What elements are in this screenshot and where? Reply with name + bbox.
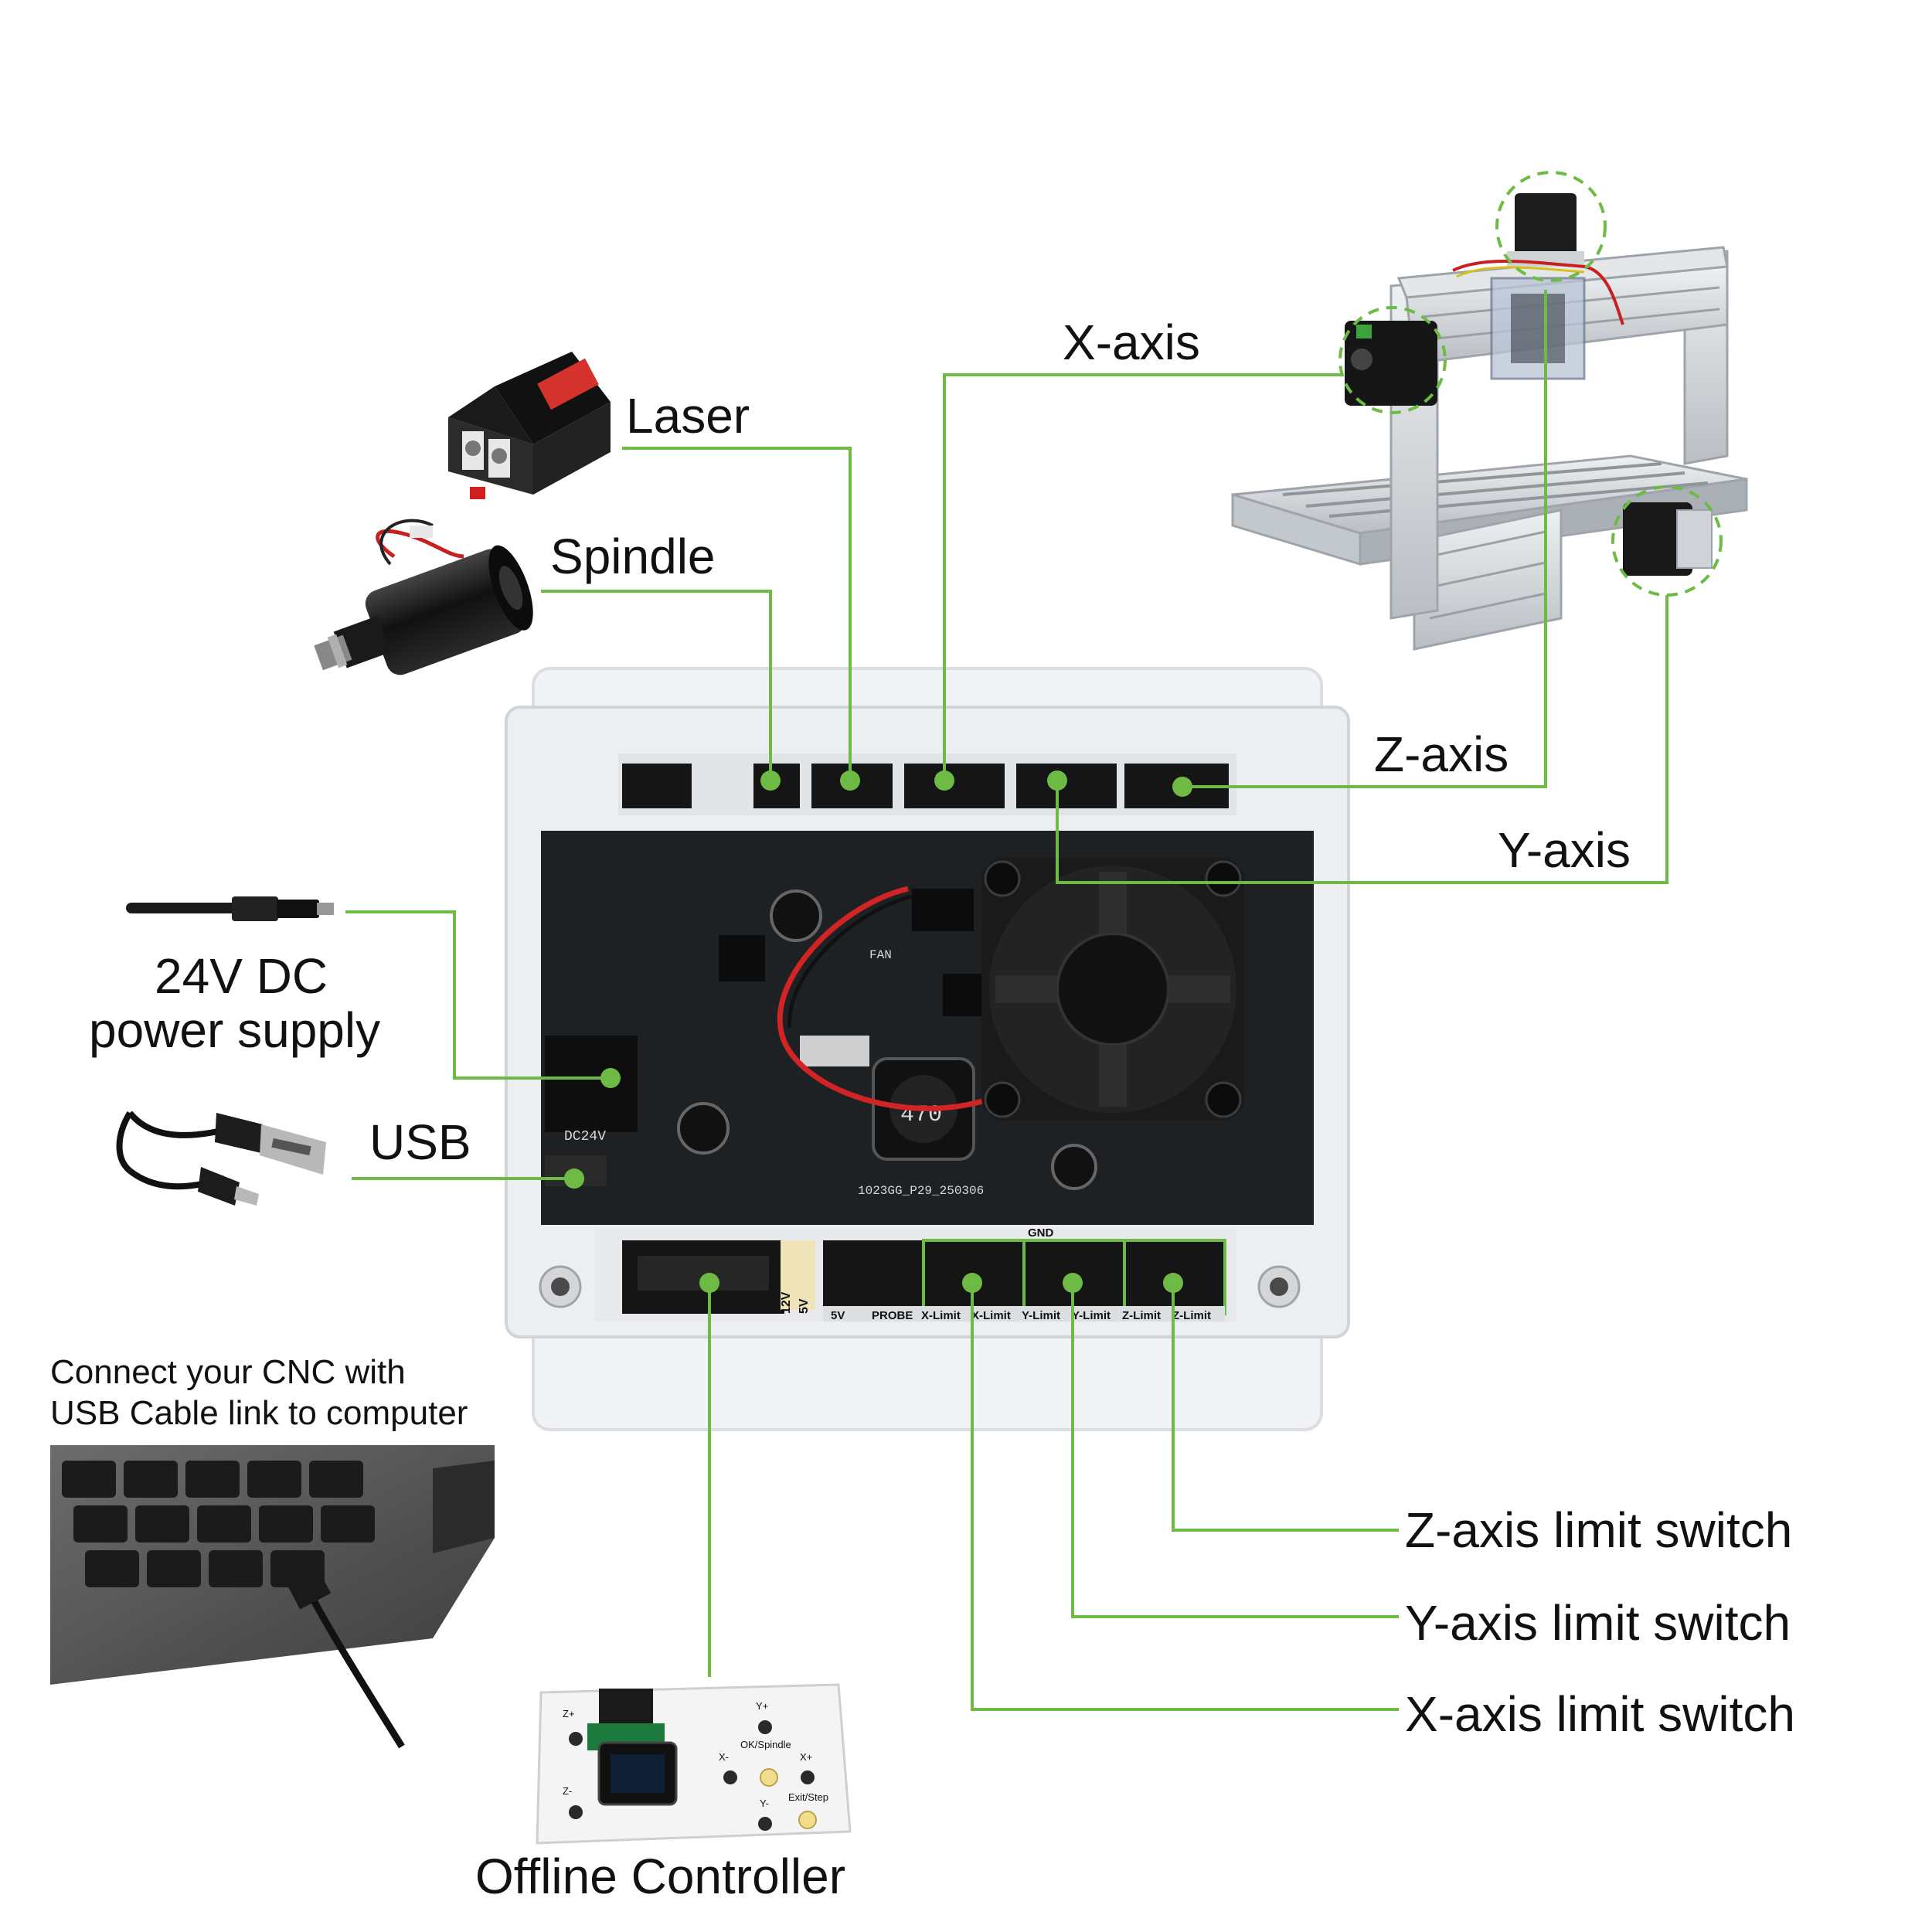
controller-x-plus-label: X+ [800, 1751, 812, 1763]
y-axis-port-dot [1047, 770, 1067, 791]
spindle-label: Spindle [550, 529, 716, 584]
cnc-machine-image [1231, 171, 1748, 651]
controller-exit-label: Exit/Step [788, 1791, 828, 1803]
port-label-x-limit-b: X-Limit [971, 1309, 1011, 1322]
power-connector-line [345, 910, 611, 1080]
laptop-image [50, 1445, 495, 1749]
usb-label: USB [369, 1114, 471, 1170]
controller-ok-label: OK/Spindle [740, 1739, 791, 1750]
offline-controller-port-dot [699, 1273, 719, 1293]
laser-module-image [448, 352, 611, 499]
offline-controller-image: Z+ Z- Y+ Y- X- X+ OK/Spindle Exit/Step [536, 1683, 852, 1845]
controller-x-minus-label: X- [719, 1751, 729, 1763]
laser-port-dot [840, 770, 860, 791]
z-limit-label: Z-axis limit switch [1405, 1502, 1792, 1558]
spindle-motor-image [314, 519, 533, 675]
y-limit-label: Y-axis limit switch [1405, 1595, 1791, 1651]
controller-board: DC24V 470 FAN 1023GG_P29_250306 [505, 667, 1350, 1431]
z-axis-connector-line [1182, 290, 1547, 788]
z-axis-port-dot [1172, 777, 1192, 797]
connector-lines [345, 290, 1668, 1711]
usb-note-line1: Connect your CNC with [50, 1353, 406, 1391]
y-axis-label: Y-axis [1498, 822, 1631, 878]
dc-input-label: DC24V [564, 1129, 606, 1145]
port-label-z-limit-a: Z-Limit [1122, 1309, 1161, 1322]
spindle-connector-line [541, 590, 772, 781]
power-port-dot [600, 1068, 621, 1088]
gnd-label: GND [1028, 1226, 1054, 1240]
controller-y-plus-label: Y+ [756, 1700, 768, 1712]
laser-label: Laser [626, 388, 750, 444]
y-limit-port-dot [1063, 1273, 1083, 1293]
usb-cable-image [116, 1111, 326, 1206]
z-axis-label: Z-axis [1374, 726, 1509, 782]
x-axis-port-dot [934, 770, 954, 791]
x-axis-label: X-axis [1063, 315, 1200, 370]
controller-z-minus-label: Z- [563, 1785, 572, 1797]
usb-port-dot [564, 1168, 584, 1189]
port-label-z-limit-b: Z-Limit [1172, 1309, 1211, 1322]
spindle-port-dot [760, 770, 781, 791]
controller-y-minus-label: Y- [760, 1798, 769, 1809]
z-limit-connector-line [1172, 1283, 1399, 1532]
port-label-y-limit-b: Y-Limit [1072, 1309, 1111, 1322]
board-model-label: 1023GG_P29_250306 [858, 1184, 984, 1198]
port-label-probe: PROBE [872, 1309, 913, 1322]
x-axis-connector-line [943, 373, 1341, 781]
power-supply-label-line2: power supply [89, 1002, 380, 1058]
y-axis-connector-line [1056, 595, 1668, 884]
usb-note-line2: USB Cable link to computer [50, 1394, 468, 1432]
voltage-5-label: 5V [798, 1298, 811, 1314]
power-cable-image [126, 896, 334, 921]
port-label-y-limit-a: Y-Limit [1022, 1309, 1060, 1322]
z-limit-port-dot [1163, 1273, 1183, 1293]
controller-z-plus-label: Z+ [563, 1708, 575, 1719]
x-limit-connector-line [971, 1283, 1399, 1711]
voltage-12-label: 12V [780, 1291, 793, 1314]
diagram-labels: X-axis Laser Spindle Z-axis Y-axis 24V D… [50, 315, 1795, 1904]
x-limit-port-dot [962, 1273, 982, 1293]
fan-header-label: FAN [869, 948, 892, 962]
power-supply-label-line1: 24V DC [155, 948, 328, 1004]
port-label-5v: 5V [831, 1309, 845, 1322]
x-limit-label: X-axis limit switch [1405, 1686, 1795, 1742]
offline-controller-label: Offline Controller [475, 1849, 845, 1904]
y-limit-connector-line [1071, 1283, 1399, 1618]
port-label-x-limit-a: X-Limit [921, 1309, 961, 1322]
laser-connector-line [622, 447, 852, 781]
